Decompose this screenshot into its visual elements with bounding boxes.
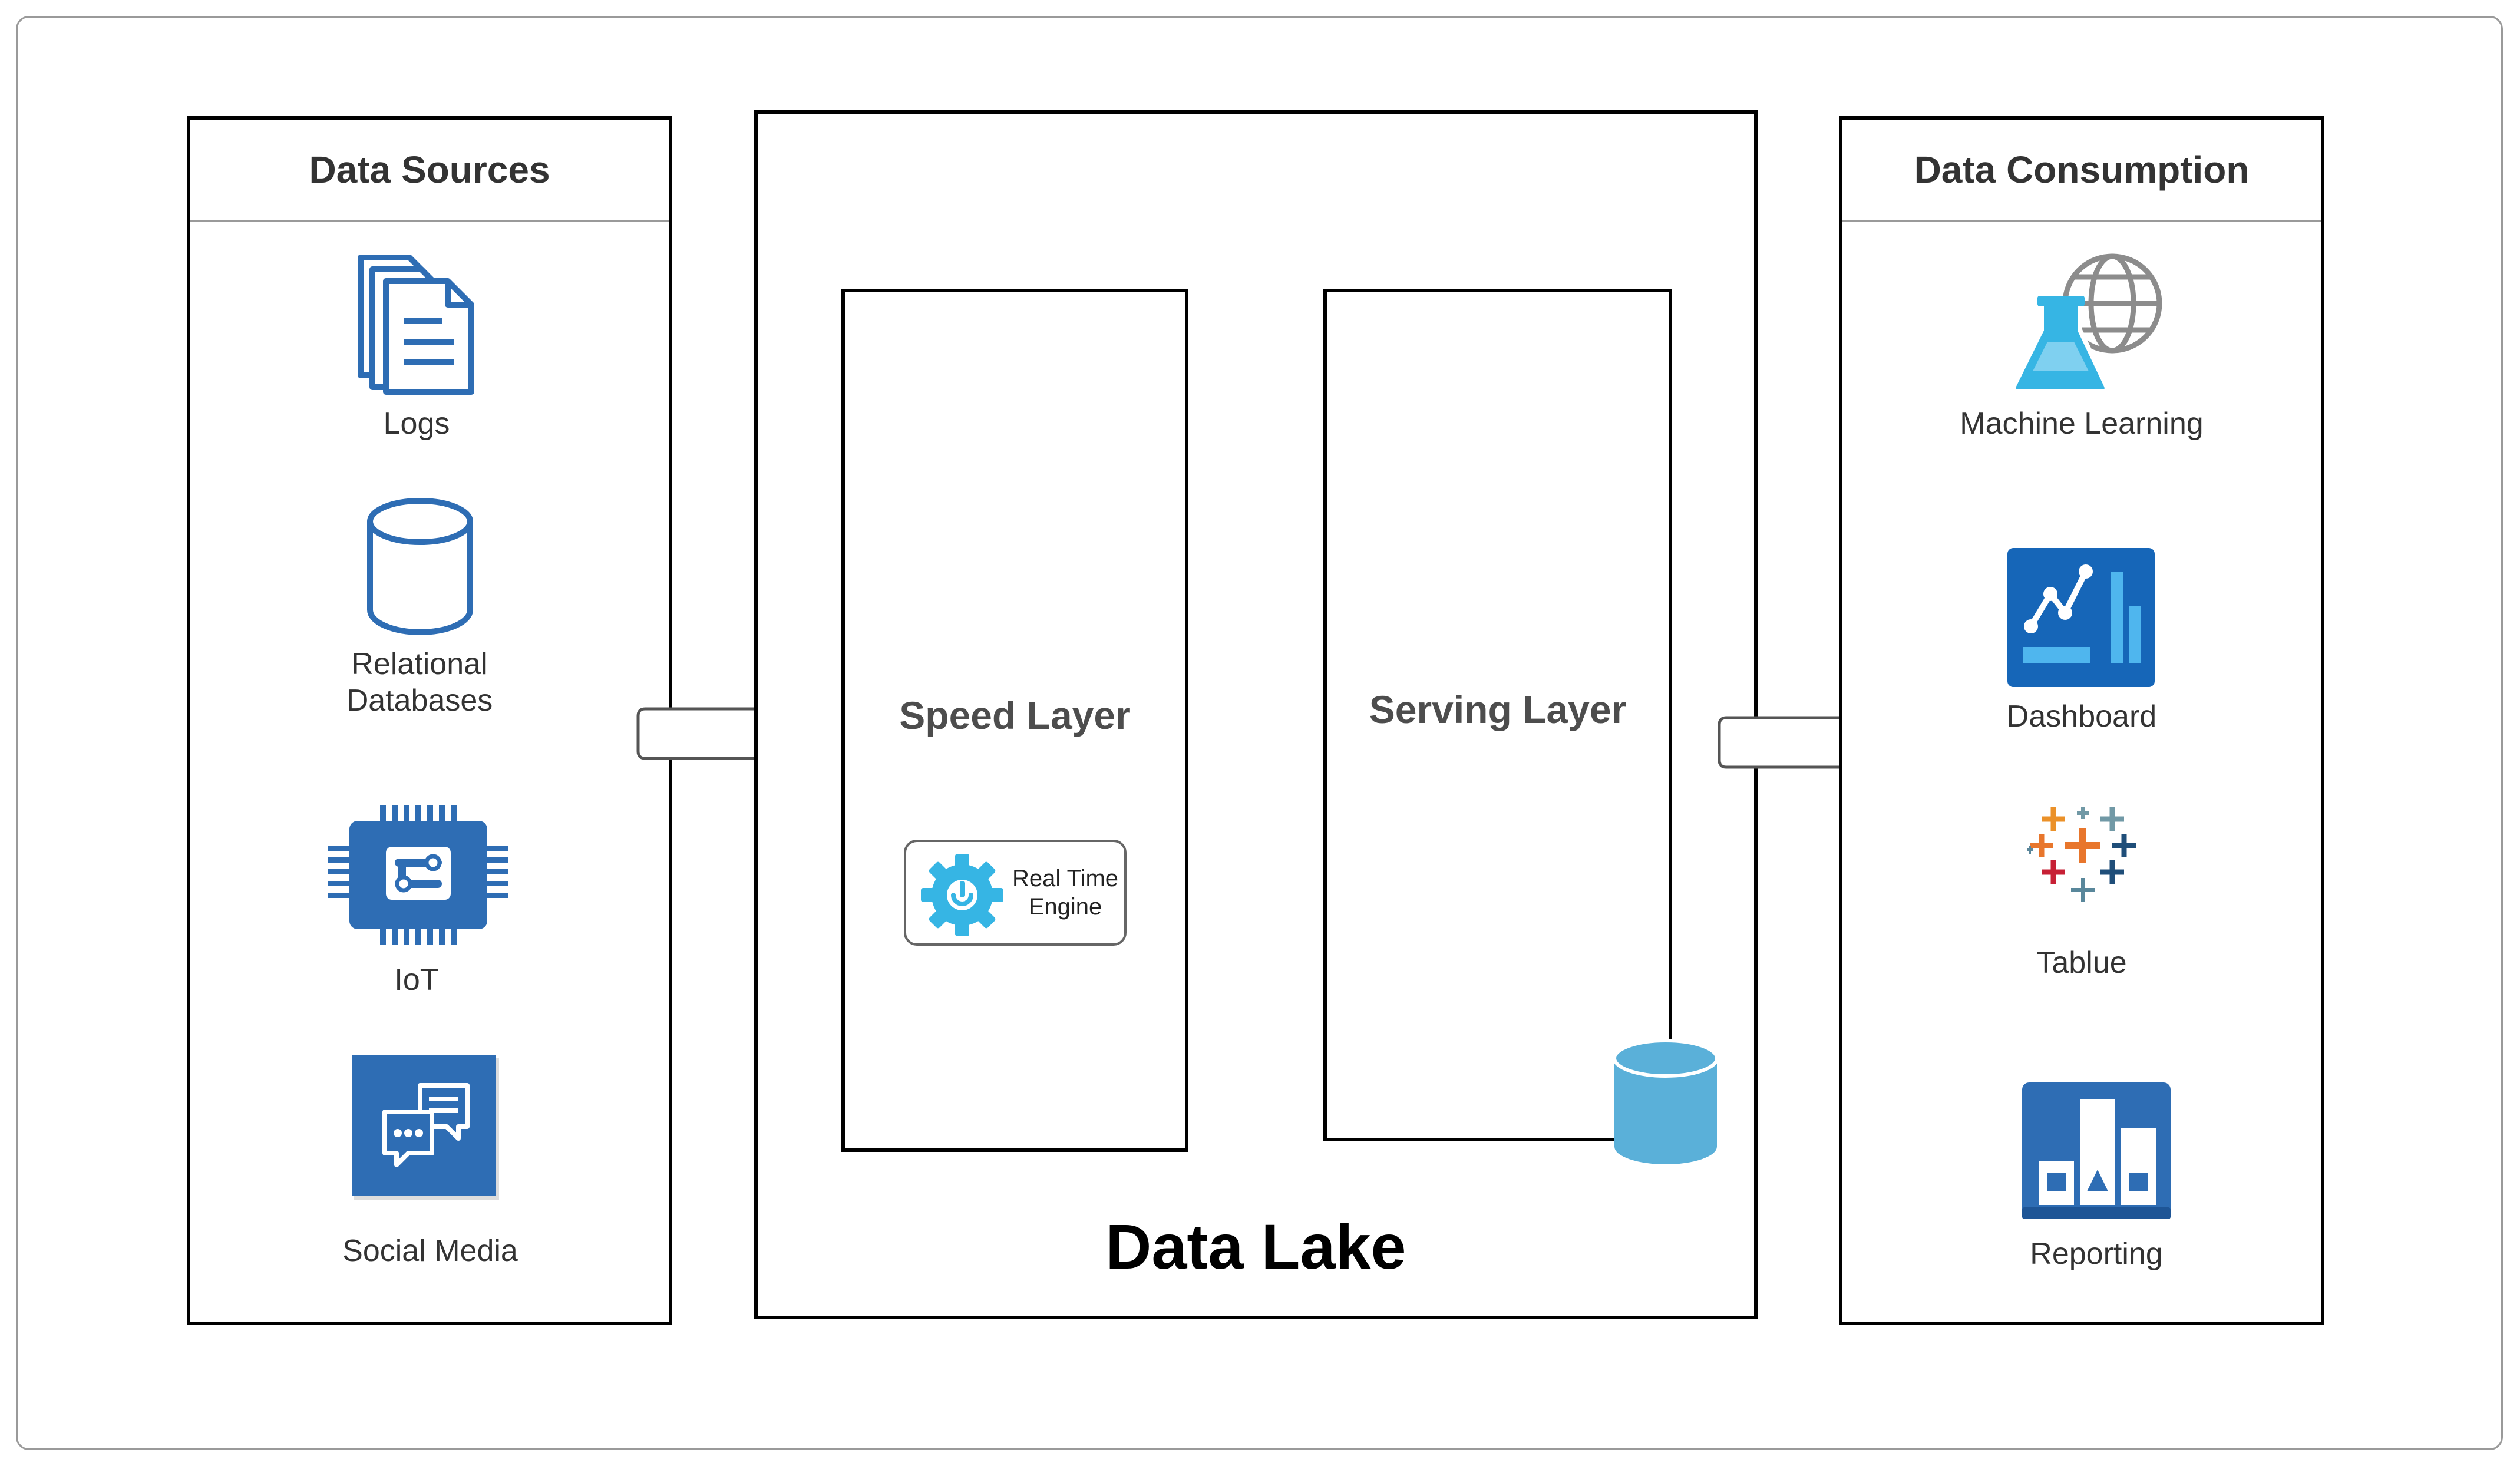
data-lake-title: Data Lake <box>1105 1211 1406 1282</box>
relational-label-line2: Databases <box>346 684 493 718</box>
logs-label: Logs <box>383 407 450 441</box>
speed-layer-box: Speed Layer <box>841 289 1188 1152</box>
relational-databases-label: Relational Databases <box>299 646 540 719</box>
diagram-frame <box>16 16 2503 1450</box>
gear-icon <box>921 854 1003 936</box>
machine-learning-icon <box>2011 253 2162 394</box>
serving-layer-title: Serving Layer <box>1369 688 1627 731</box>
logs-icon <box>358 255 474 395</box>
database-icon <box>367 498 473 635</box>
social-media-icon <box>352 1055 499 1200</box>
real-time-engine-label: Real Time Engine <box>1003 864 1127 921</box>
data-sources-title: Data Sources <box>190 120 669 222</box>
relational-label-line1: Relational <box>351 647 488 681</box>
speed-layer-title: Speed Layer <box>899 694 1131 737</box>
iot-chip-icon <box>328 805 508 945</box>
tableau-icon <box>2027 807 2136 902</box>
dashboard-label: Dashboard <box>2006 699 2157 734</box>
real-time-engine: Real Time Engine <box>904 840 1127 946</box>
iot-label: IoT <box>394 963 439 997</box>
machine-learning-label: Machine Learning <box>1960 407 2204 441</box>
engine-label-line2: Engine <box>1028 894 1102 920</box>
tableau-label: Tablue <box>2036 946 2127 980</box>
serving-layer-box: Serving Layer <box>1323 289 1672 1141</box>
engine-label-line1: Real Time <box>1012 866 1119 892</box>
dashboard-icon <box>2007 548 2155 687</box>
reporting-icon <box>2022 1082 2171 1219</box>
data-consumption-title: Data Consumption <box>1842 120 2321 222</box>
social-media-label: Social Media <box>342 1234 518 1268</box>
reporting-label: Reporting <box>2030 1237 2163 1271</box>
storage-cylinder-icon <box>1613 1039 1719 1164</box>
